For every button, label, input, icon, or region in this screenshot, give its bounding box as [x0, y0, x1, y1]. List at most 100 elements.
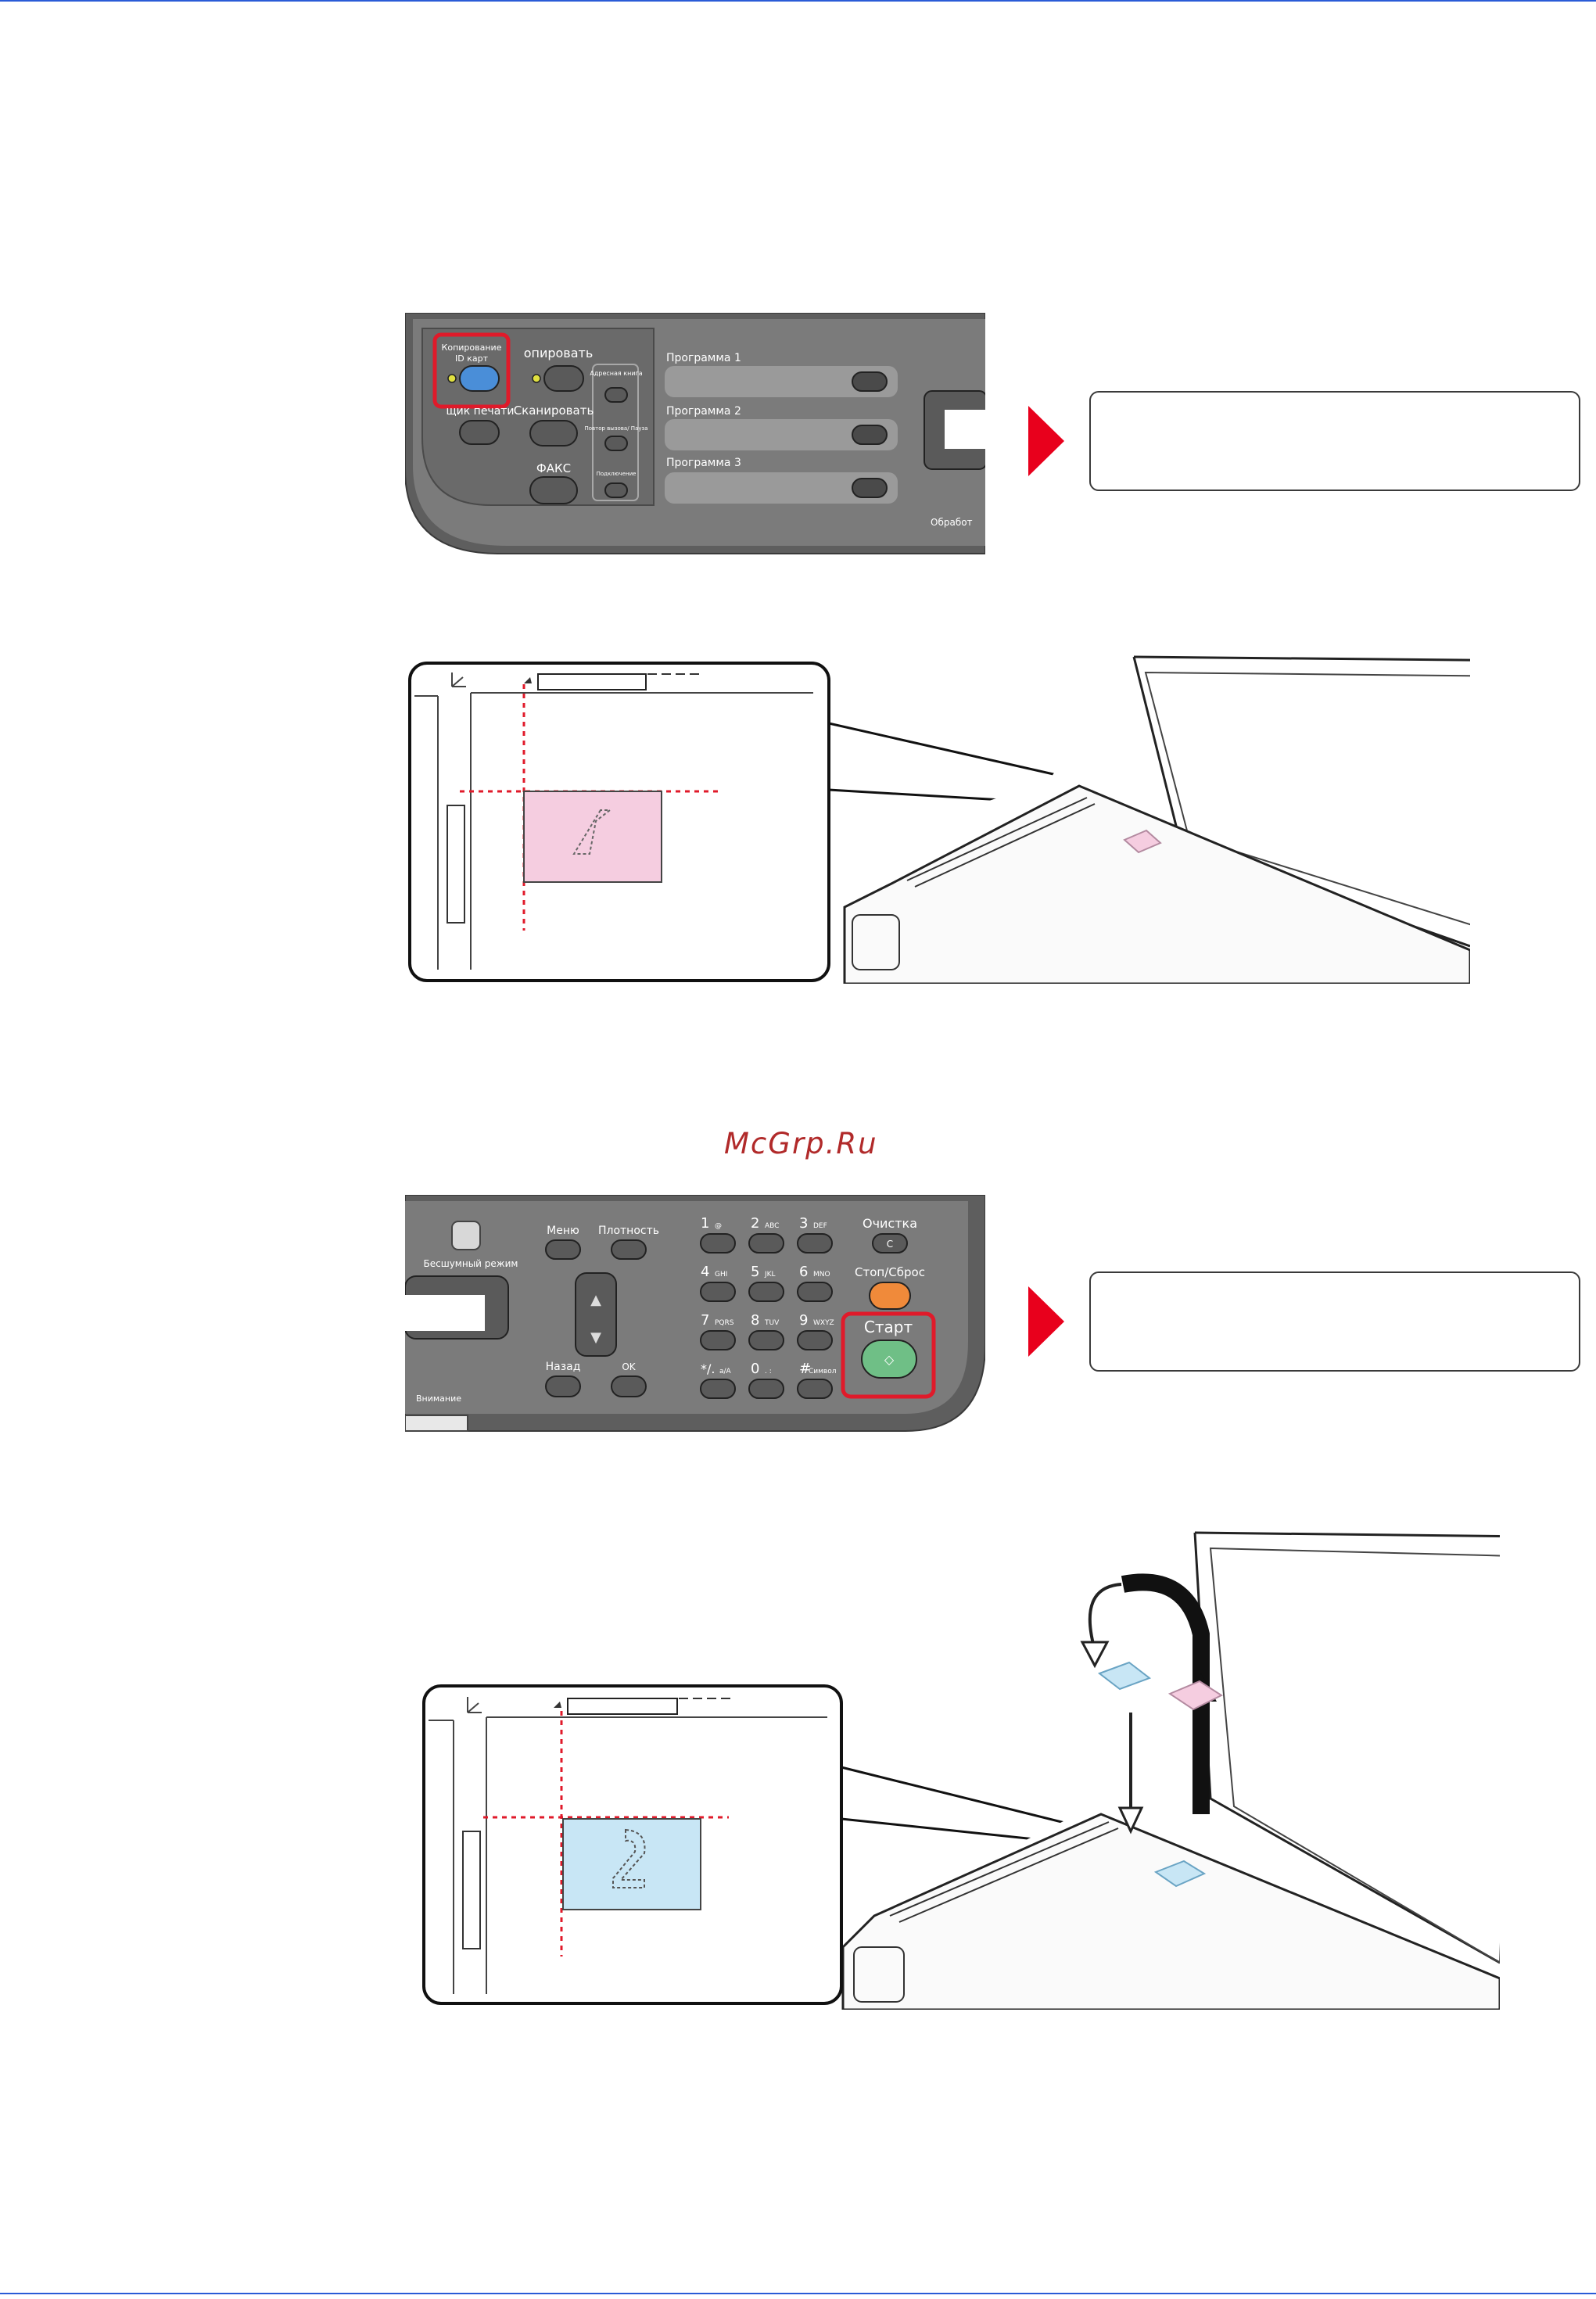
- ok-key[interactable]: [611, 1375, 647, 1397]
- key-1-label: 1: [701, 1215, 709, 1232]
- program1-label: Программа 1: [666, 352, 741, 364]
- key-4[interactable]: [700, 1282, 736, 1302]
- program3-label: Программа 3: [666, 457, 741, 469]
- card-on-glass: [1123, 829, 1162, 854]
- id-copy-label-line2: ID карт: [455, 353, 489, 364]
- key-star-sub: a/A: [719, 1368, 732, 1375]
- message-callout-1: [1089, 391, 1580, 491]
- ok-label: OK: [622, 1361, 636, 1372]
- key-8-sub: TUV: [764, 1319, 780, 1327]
- address-book-key[interactable]: [604, 387, 628, 403]
- watermark: McGrp.Ru: [724, 1127, 878, 1160]
- key-3[interactable]: [797, 1233, 833, 1254]
- key-7-label: 7: [701, 1312, 709, 1329]
- bottom-rule: [0, 2293, 1596, 2294]
- menu-key[interactable]: [545, 1239, 581, 1260]
- quiet-mode-key[interactable]: [451, 1221, 481, 1250]
- zoom-inset-2: [422, 1684, 843, 2005]
- clear-label: Очистка: [863, 1216, 917, 1231]
- key-9[interactable]: [797, 1330, 833, 1350]
- program3-key[interactable]: [852, 478, 888, 498]
- scan-label: Сканировать: [514, 403, 594, 418]
- start-key-highlight[interactable]: Старт ◇: [841, 1311, 936, 1399]
- key-1[interactable]: [700, 1233, 736, 1254]
- key-2-label: 2: [751, 1215, 759, 1232]
- menu-label: Меню: [547, 1225, 579, 1237]
- flip-arrow-down: [1088, 1583, 1122, 1651]
- key-hash[interactable]: [797, 1379, 833, 1399]
- key-star-label: */.: [701, 1361, 715, 1376]
- copy-key[interactable]: [532, 365, 584, 392]
- on-hook-key[interactable]: [604, 482, 628, 498]
- key-0[interactable]: [748, 1379, 784, 1399]
- on-hook-label: Подключение: [597, 471, 637, 477]
- redial-key[interactable]: [604, 436, 628, 451]
- key-0-sub: . :: [765, 1368, 772, 1375]
- key-6-label: 6: [799, 1264, 808, 1280]
- program2-key[interactable]: [852, 425, 888, 445]
- key-8-label: 8: [751, 1312, 759, 1329]
- start-key[interactable]: [861, 1340, 917, 1379]
- card-back-lifted: [1097, 1661, 1152, 1691]
- key-7-sub: PQRS: [715, 1319, 734, 1327]
- print-box-key[interactable]: [459, 420, 500, 445]
- key-9-sub: WXYZ: [813, 1319, 834, 1327]
- key-3-label: 3: [799, 1215, 808, 1232]
- key-5-sub: JKL: [764, 1271, 776, 1279]
- lcd-display: [405, 1295, 485, 1331]
- key-star[interactable]: [700, 1379, 736, 1399]
- operation-panel-figure-2: Бесшумный режим Меню Плотность ▲ ▼ Назад…: [405, 1195, 985, 1432]
- redial-label: Повтор вызова/ Пауза: [584, 425, 647, 432]
- operation-panel-figure-1: Копирование ID карт опировать щик печати…: [405, 313, 985, 554]
- key-4-sub: GHI: [715, 1271, 727, 1279]
- card-placement-figure-2: [422, 1531, 1500, 2010]
- address-book-label: Адресная книга: [590, 370, 642, 377]
- up-arrow-icon: ▲: [590, 1292, 601, 1308]
- key-7[interactable]: [700, 1330, 736, 1350]
- key-6-sub: MNO: [813, 1271, 830, 1279]
- up-down-key[interactable]: [575, 1272, 617, 1357]
- density-label: Плотность: [598, 1225, 659, 1237]
- card-placement-figure-1: [408, 655, 1470, 984]
- density-key[interactable]: [611, 1239, 647, 1260]
- key-1-sub: @: [715, 1222, 722, 1230]
- flip-arrow-up: [1121, 1573, 1210, 1814]
- key-hash-label: #: [799, 1361, 811, 1377]
- fax-label: ФАКС: [536, 461, 571, 475]
- clear-key-label: C: [887, 1239, 893, 1250]
- key-3-sub: DEF: [813, 1222, 827, 1230]
- start-icon: ◇: [884, 1352, 895, 1367]
- attention-label: Внимание: [416, 1393, 461, 1404]
- card-back-on-glass: [1153, 1860, 1207, 1888]
- key-5[interactable]: [748, 1282, 784, 1302]
- message-callout-2: [1089, 1271, 1580, 1372]
- card-front-zoom: [523, 791, 662, 883]
- print-box-label: щик печати: [446, 405, 514, 418]
- copy-label: опировать: [524, 346, 594, 360]
- key-2[interactable]: [748, 1233, 784, 1254]
- processing-label: Обработ: [931, 517, 973, 528]
- top-rule: [0, 0, 1596, 2]
- start-label: Старт: [864, 1318, 913, 1336]
- key-6[interactable]: [797, 1282, 833, 1302]
- step-arrow-1: [1028, 406, 1064, 476]
- id-copy-label-line1: Копирование: [442, 343, 502, 353]
- program2-label: Программа 2: [666, 405, 741, 418]
- id-card-copy-key[interactable]: Копирование ID карт: [432, 332, 511, 409]
- key-8[interactable]: [748, 1330, 784, 1350]
- clear-key[interactable]: [872, 1233, 908, 1254]
- key-hash-sub: Символ: [809, 1368, 837, 1375]
- key-0-label: 0: [751, 1361, 759, 1377]
- scanner-illustration-2: [841, 1531, 1500, 2010]
- key-2-sub: ABC: [765, 1222, 779, 1230]
- key-4-label: 4: [701, 1264, 709, 1280]
- scan-key[interactable]: [529, 420, 578, 447]
- back-key[interactable]: [545, 1375, 581, 1397]
- card-back-zoom: [562, 1818, 701, 1910]
- fax-key[interactable]: [529, 476, 578, 504]
- zoom-inset-1: [408, 662, 830, 982]
- down-arrow-icon: ▼: [590, 1329, 601, 1346]
- stop-reset-key[interactable]: [869, 1282, 911, 1310]
- program1-key[interactable]: [852, 371, 888, 392]
- numeric-keypad: 1 @ 2 ABC 3 DEF 4 GHI 5 JKL 6 MNO 7 PQRS…: [700, 1215, 837, 1399]
